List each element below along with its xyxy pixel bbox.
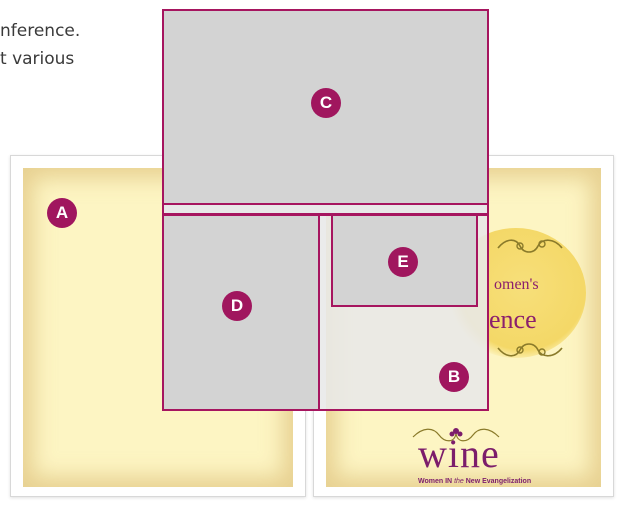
intro-line-2: t various: [0, 49, 75, 69]
intro-line-1: nference.: [0, 21, 81, 41]
label-d-badge: D: [222, 291, 252, 321]
label-b-badge: B: [439, 362, 469, 392]
conference-title-line2: ence: [489, 305, 537, 334]
tagline-part-3: New Evangelization: [465, 478, 532, 485]
tagline-part-1: Women IN: [418, 478, 453, 485]
swirl-bottom-icon: [497, 343, 563, 357]
label-e-badge: E: [388, 247, 418, 277]
logo-wordmark: wine: [418, 431, 500, 476]
logo-tagline: Women IN the New Evangelization: [418, 478, 531, 485]
swirl-top-icon: [497, 239, 563, 253]
label-a-badge: A: [47, 198, 77, 228]
conference-title-line1: omen's: [494, 276, 539, 293]
tagline-part-2: the: [454, 478, 464, 485]
logo-vine-icon: [412, 428, 500, 442]
label-c-badge: C: [311, 88, 341, 118]
